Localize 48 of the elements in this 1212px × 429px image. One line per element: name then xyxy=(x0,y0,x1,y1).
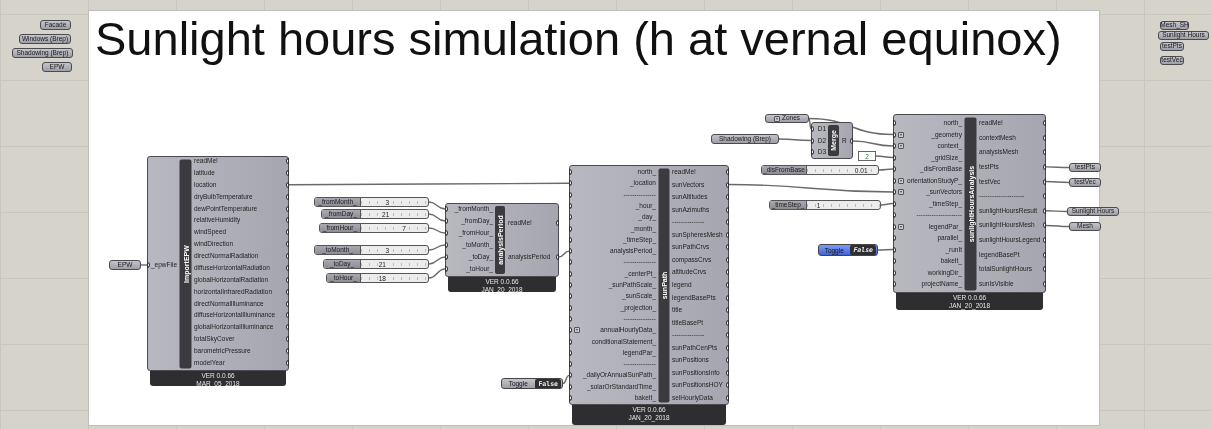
wire xyxy=(428,268,446,279)
number-slider xyxy=(769,200,881,210)
number-slider xyxy=(314,245,429,255)
wire xyxy=(428,244,446,251)
number-slider xyxy=(314,197,429,207)
parameter-node xyxy=(40,20,71,30)
wire xyxy=(140,264,148,266)
wire xyxy=(428,213,446,222)
number-slider xyxy=(319,223,429,233)
parameter-node xyxy=(711,134,779,144)
parameter-node xyxy=(1069,163,1101,172)
wire xyxy=(880,202,894,206)
wire xyxy=(877,248,894,251)
number-slider xyxy=(321,209,429,219)
wire xyxy=(778,138,812,142)
boolean-toggle xyxy=(501,378,563,389)
parameter-node xyxy=(1158,31,1209,40)
wire xyxy=(808,117,812,130)
parameter-node xyxy=(42,62,72,72)
number-slider xyxy=(323,259,429,269)
component-node xyxy=(811,122,853,159)
parameter-node xyxy=(1069,178,1101,187)
wire xyxy=(1045,224,1070,228)
wire xyxy=(878,168,894,171)
boolean-toggle xyxy=(818,244,878,256)
wire xyxy=(1045,180,1070,184)
wire xyxy=(428,201,446,210)
parameter-node xyxy=(1069,222,1101,231)
panel-node xyxy=(858,151,876,161)
wire xyxy=(428,256,446,265)
group-title: Sunlight hours simulation (h at vernal equinox) xyxy=(95,11,1062,67)
parameter-node xyxy=(765,114,809,123)
component-node xyxy=(147,156,289,386)
number-slider xyxy=(326,273,429,283)
wire xyxy=(1045,166,1070,169)
parameter-node xyxy=(12,48,73,58)
component-node xyxy=(445,203,559,292)
parameter-node xyxy=(109,260,141,270)
wire xyxy=(875,155,894,159)
wire xyxy=(1045,210,1068,213)
component-node xyxy=(893,114,1046,310)
wire xyxy=(428,227,446,234)
component-node xyxy=(569,165,729,425)
number-slider xyxy=(761,165,879,175)
wire xyxy=(288,182,570,186)
wire xyxy=(852,140,894,147)
parameter-node xyxy=(1067,207,1119,216)
wire xyxy=(728,183,894,193)
